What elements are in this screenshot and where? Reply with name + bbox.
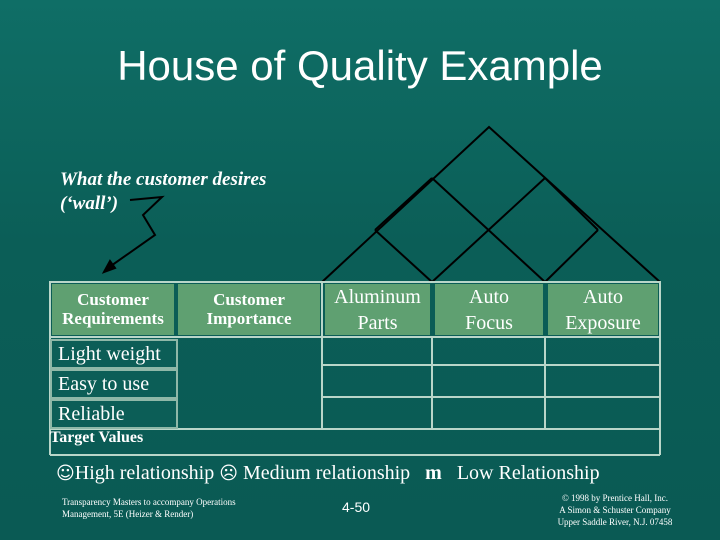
customer-importance-line-1: Customer xyxy=(213,290,285,309)
footer-right-line-2: A Simon & Schuster Company xyxy=(559,505,671,515)
footer-left: Transparency Masters to accompany Operat… xyxy=(62,496,236,520)
tech-attr-line-2: Focus xyxy=(465,312,513,334)
roof xyxy=(321,125,661,283)
customer-importance-line-2: Importance xyxy=(206,309,292,328)
footer-left-line-1: Transparency Masters to accompany Operat… xyxy=(62,497,236,507)
page-number: 4-50 xyxy=(342,499,371,515)
annotation-text: What the customer desires (‘wall’) xyxy=(60,168,266,216)
tech-attr-line-1: Aluminum xyxy=(334,286,421,308)
customer-requirements-header: Customer Requirements xyxy=(52,284,174,335)
annotation-arrow xyxy=(101,195,165,274)
footer-right-line-3: Upper Saddle River, N.J. 07458 xyxy=(557,517,673,527)
tech-attr-auto-focus: Auto Focus xyxy=(435,284,543,335)
footer-left-line-2: Management, 5E (Heizer & Render) xyxy=(62,509,194,519)
legend-medium-label: Medium relationship xyxy=(242,462,411,484)
tech-attr-line-1: Auto xyxy=(469,286,509,308)
annotation-line-2: (‘wall’) xyxy=(60,193,119,214)
page-title: House of Quality Example xyxy=(117,42,603,89)
circle-icon: m xyxy=(425,462,442,484)
requirement-row: Light weight xyxy=(50,339,178,369)
legend-low-label: Low Relationship xyxy=(456,462,600,484)
tech-attr-line-2: Exposure xyxy=(565,312,641,334)
target-values-label: Target Values xyxy=(50,429,144,446)
relationship-legend: ☺High relationship ☹ Medium relationship… xyxy=(56,462,600,485)
customer-requirements-line-1: Customer xyxy=(77,290,149,309)
customer-importance-header: Customer Importance xyxy=(178,284,320,335)
legend-high-label: High relationship xyxy=(74,462,215,484)
footer-right: © 1998 by Prentice Hall, Inc. A Simon & … xyxy=(530,492,700,528)
customer-requirements-line-2: Requirements xyxy=(62,309,164,328)
smiley-icon: ☺ xyxy=(56,463,75,484)
tech-attr-line-1: Auto xyxy=(583,286,623,308)
requirement-row: Easy to use xyxy=(50,369,178,399)
footer-right-line-1: © 1998 by Prentice Hall, Inc. xyxy=(561,493,669,503)
frown-icon: ☹ xyxy=(219,463,238,484)
tech-attr-aluminum-parts: Aluminum Parts xyxy=(325,284,430,335)
requirement-row: Reliable xyxy=(50,399,178,429)
annotation-line-1: What the customer desires xyxy=(60,169,267,190)
tech-attr-auto-exposure: Auto Exposure xyxy=(548,284,658,335)
tech-attr-line-2: Parts xyxy=(357,312,398,334)
